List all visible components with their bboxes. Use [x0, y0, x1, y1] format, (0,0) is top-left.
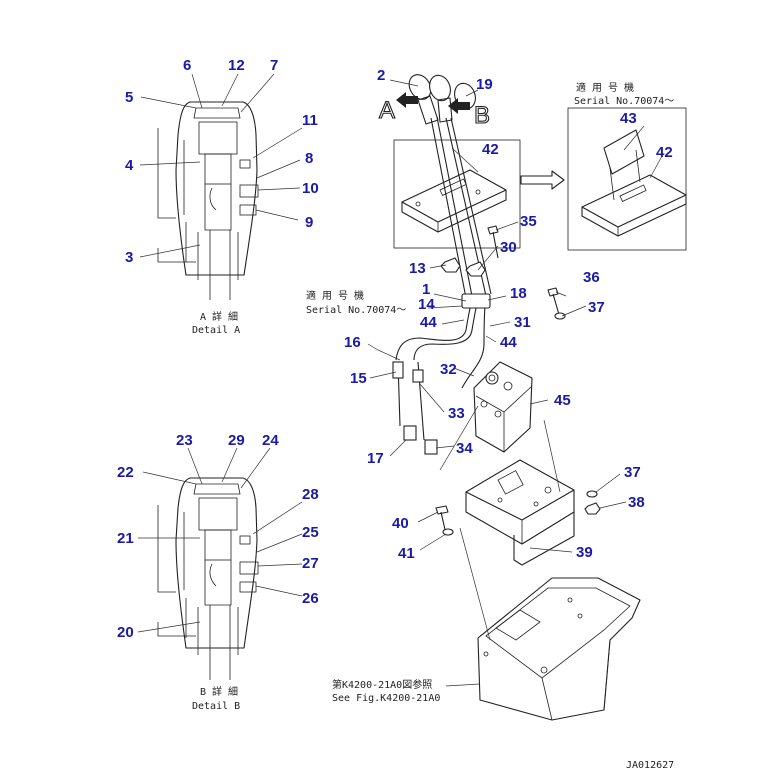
- callout-42-main: 42: [482, 141, 499, 158]
- callout-19: 19: [476, 76, 493, 93]
- cover-plate: [393, 139, 521, 249]
- callout-37-upper: 37: [588, 299, 605, 316]
- callout-2: 2: [377, 67, 385, 84]
- callout-22: 22: [117, 464, 134, 481]
- callout-3: 3: [125, 249, 133, 266]
- hardware: [435, 225, 601, 536]
- callout-17: 17: [367, 450, 384, 467]
- detail-b-caption-en: Detail B: [192, 701, 240, 712]
- serial-caption-en-left: Serial No.70074～: [306, 305, 406, 316]
- drawing-code: JA012627: [626, 760, 674, 771]
- solenoid-valve: [473, 361, 533, 453]
- serial-caption-en-inset: Serial No.70074～: [574, 96, 674, 107]
- callout-26: 26: [302, 590, 319, 607]
- callout-44-right: 44: [500, 334, 517, 351]
- callout-31: 31: [514, 314, 531, 331]
- callout-10: 10: [302, 180, 319, 197]
- callout-21: 21: [117, 530, 134, 547]
- figure-reference-en: See Fig.K4200-21A0: [332, 693, 440, 704]
- callout-8: 8: [305, 150, 313, 167]
- callout-43: 43: [620, 110, 637, 127]
- callout-39: 39: [576, 544, 593, 561]
- callout-15: 15: [350, 370, 367, 387]
- detail-a-caption-jp: A 詳 細: [200, 310, 238, 323]
- callout-24: 24: [262, 432, 279, 449]
- callout-37-lower: 37: [624, 464, 641, 481]
- inset-cover-plate: [567, 107, 687, 251]
- callout-27: 27: [302, 555, 319, 572]
- callout-12: 12: [228, 57, 245, 74]
- view-label-b: B: [474, 102, 490, 129]
- serial-caption-jp-left: 適 用 号 機: [306, 289, 364, 302]
- callout-28: 28: [302, 486, 319, 503]
- console-box: [477, 577, 641, 721]
- callout-numbers: 5 6 12 7 11 8 10 9 4 3 22 23 29 24 28 25…: [117, 57, 673, 641]
- callout-42-inset: 42: [656, 144, 673, 161]
- callout-25: 25: [302, 524, 319, 541]
- detail-b-caption-jp: B 詳 細: [200, 685, 238, 698]
- detail-b-knob: [157, 477, 259, 680]
- view-arrows: [396, 92, 470, 114]
- mount-bracket: [465, 459, 575, 566]
- callout-14: 14: [418, 296, 435, 313]
- callout-16: 16: [344, 334, 361, 351]
- callout-38: 38: [628, 494, 645, 511]
- callout-41: 41: [398, 545, 415, 562]
- transfer-arrow: [520, 170, 565, 190]
- detail-b-leaders: [137, 447, 303, 633]
- callout-7: 7: [270, 57, 278, 74]
- callout-33: 33: [448, 405, 465, 422]
- callout-35: 35: [520, 213, 537, 230]
- callout-45: 45: [554, 392, 571, 409]
- callout-11: 11: [302, 112, 318, 129]
- switch-harness: [392, 293, 491, 455]
- callout-36: 36: [583, 269, 600, 286]
- callout-6: 6: [183, 57, 191, 74]
- callout-20: 20: [117, 624, 134, 641]
- detail-a-leaders: [139, 73, 303, 258]
- callout-32: 32: [440, 361, 457, 378]
- callout-30: 30: [500, 239, 517, 256]
- callout-44-left: 44: [420, 314, 437, 331]
- callout-13: 13: [409, 260, 426, 277]
- callout-23: 23: [176, 432, 193, 449]
- callout-34: 34: [456, 440, 473, 457]
- callout-5: 5: [125, 89, 133, 106]
- callout-40: 40: [392, 515, 409, 532]
- assembly-leaders: [367, 79, 663, 687]
- callout-9: 9: [305, 214, 313, 231]
- figure-reference-jp: 第K4200-21A0図参照: [332, 678, 432, 691]
- view-label-a: A: [379, 97, 395, 124]
- serial-caption-jp-inset: 適 用 号 機: [576, 81, 634, 94]
- callout-29: 29: [228, 432, 245, 449]
- callout-1: 1: [422, 281, 430, 298]
- detail-a-caption-en: Detail A: [192, 325, 240, 336]
- callout-18: 18: [510, 285, 527, 302]
- callout-4: 4: [125, 157, 134, 174]
- detail-a-knob: [157, 101, 259, 300]
